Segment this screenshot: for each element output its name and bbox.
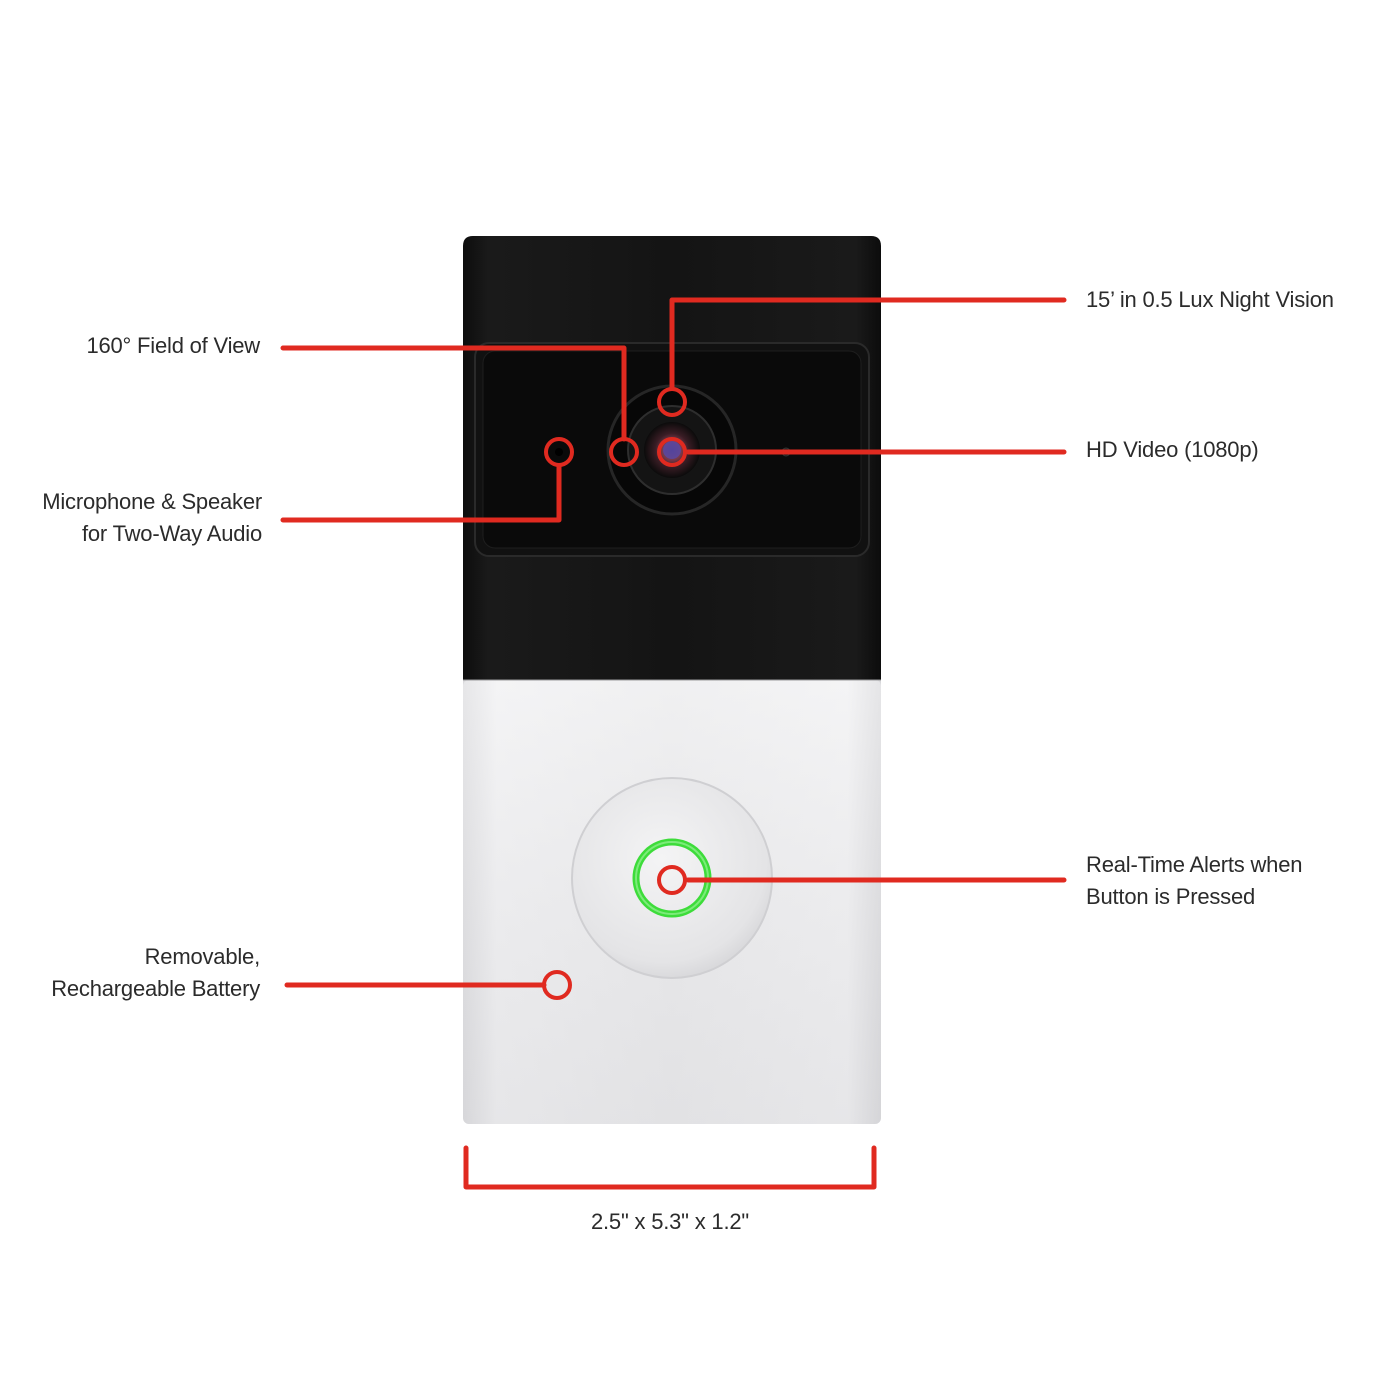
marker-two-way-audio xyxy=(544,437,574,467)
label-dimensions: 2.5" x 5.3" x 1.2" xyxy=(590,1209,750,1234)
label-alerts: Real-Time Alerts when Button is Pressed xyxy=(1086,849,1302,913)
label-two-way-audio-line1: Microphone & Speaker xyxy=(42,489,262,514)
label-battery-line2: Rechargeable Battery xyxy=(51,976,260,1001)
marker-hd-video xyxy=(657,437,687,467)
callout-lines xyxy=(280,297,1067,1190)
label-night-vision: 15’ in 0.5 Lux Night Vision xyxy=(1086,287,1334,312)
marker-field-of-view xyxy=(609,437,639,467)
marker-battery xyxy=(542,970,572,1000)
label-two-way-audio-line2: for Two-Way Audio xyxy=(81,521,262,546)
night-vision-leader xyxy=(669,297,1067,391)
two-way-audio-leader xyxy=(280,463,562,523)
field-of-view-leader xyxy=(280,345,627,442)
marker-alerts xyxy=(657,865,687,895)
label-battery: Removable, Rechargeable Battery xyxy=(51,941,260,1005)
label-battery-line1: Removable, xyxy=(144,944,261,969)
dimension-bracket xyxy=(463,1145,877,1190)
microphone-hole-icon xyxy=(555,448,563,456)
label-alerts-line2: Button is Pressed xyxy=(1086,884,1256,909)
label-hd-video: HD Video (1080p) xyxy=(1086,437,1259,462)
marker-night-vision xyxy=(657,387,687,417)
label-two-way-audio: Microphone & Speaker for Two-Way Audio xyxy=(42,486,262,550)
label-alerts-line1: Real-Time Alerts when xyxy=(1086,852,1303,877)
label-field-of-view: 160° Field of View xyxy=(86,333,260,358)
callout-markers xyxy=(542,387,687,1000)
